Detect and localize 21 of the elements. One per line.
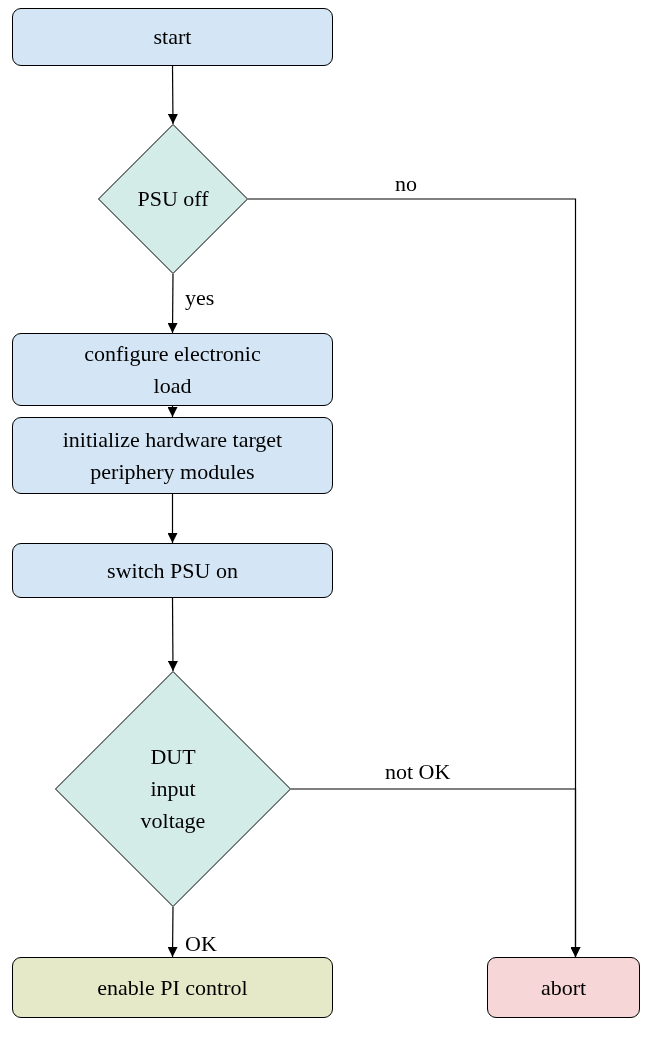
node-text: enable PI control: [97, 973, 248, 1002]
process-box: [12, 417, 333, 494]
terminal-box: [487, 957, 640, 1018]
arrow: [167, 493, 178, 544]
arrow: [167, 273, 178, 334]
arrow: [167, 906, 178, 958]
node-text: PSU off: [137, 185, 209, 214]
node-text: start: [153, 23, 192, 52]
node-text: configure electronic load: [83, 339, 262, 400]
process-box: [12, 8, 333, 66]
node-text: initialize hardware target periphery modules: [61, 425, 284, 486]
process-box: [12, 543, 333, 598]
node-text: switch PSU on: [107, 556, 238, 585]
node-text: abort: [540, 973, 587, 1002]
process-box: [12, 333, 333, 406]
arrow: [167, 405, 178, 418]
arrow: [290, 788, 581, 958]
node-text: DUT input voltage: [139, 743, 207, 835]
arrow: [167, 597, 178, 672]
arrow: [167, 65, 178, 125]
process-box: [12, 957, 333, 1018]
